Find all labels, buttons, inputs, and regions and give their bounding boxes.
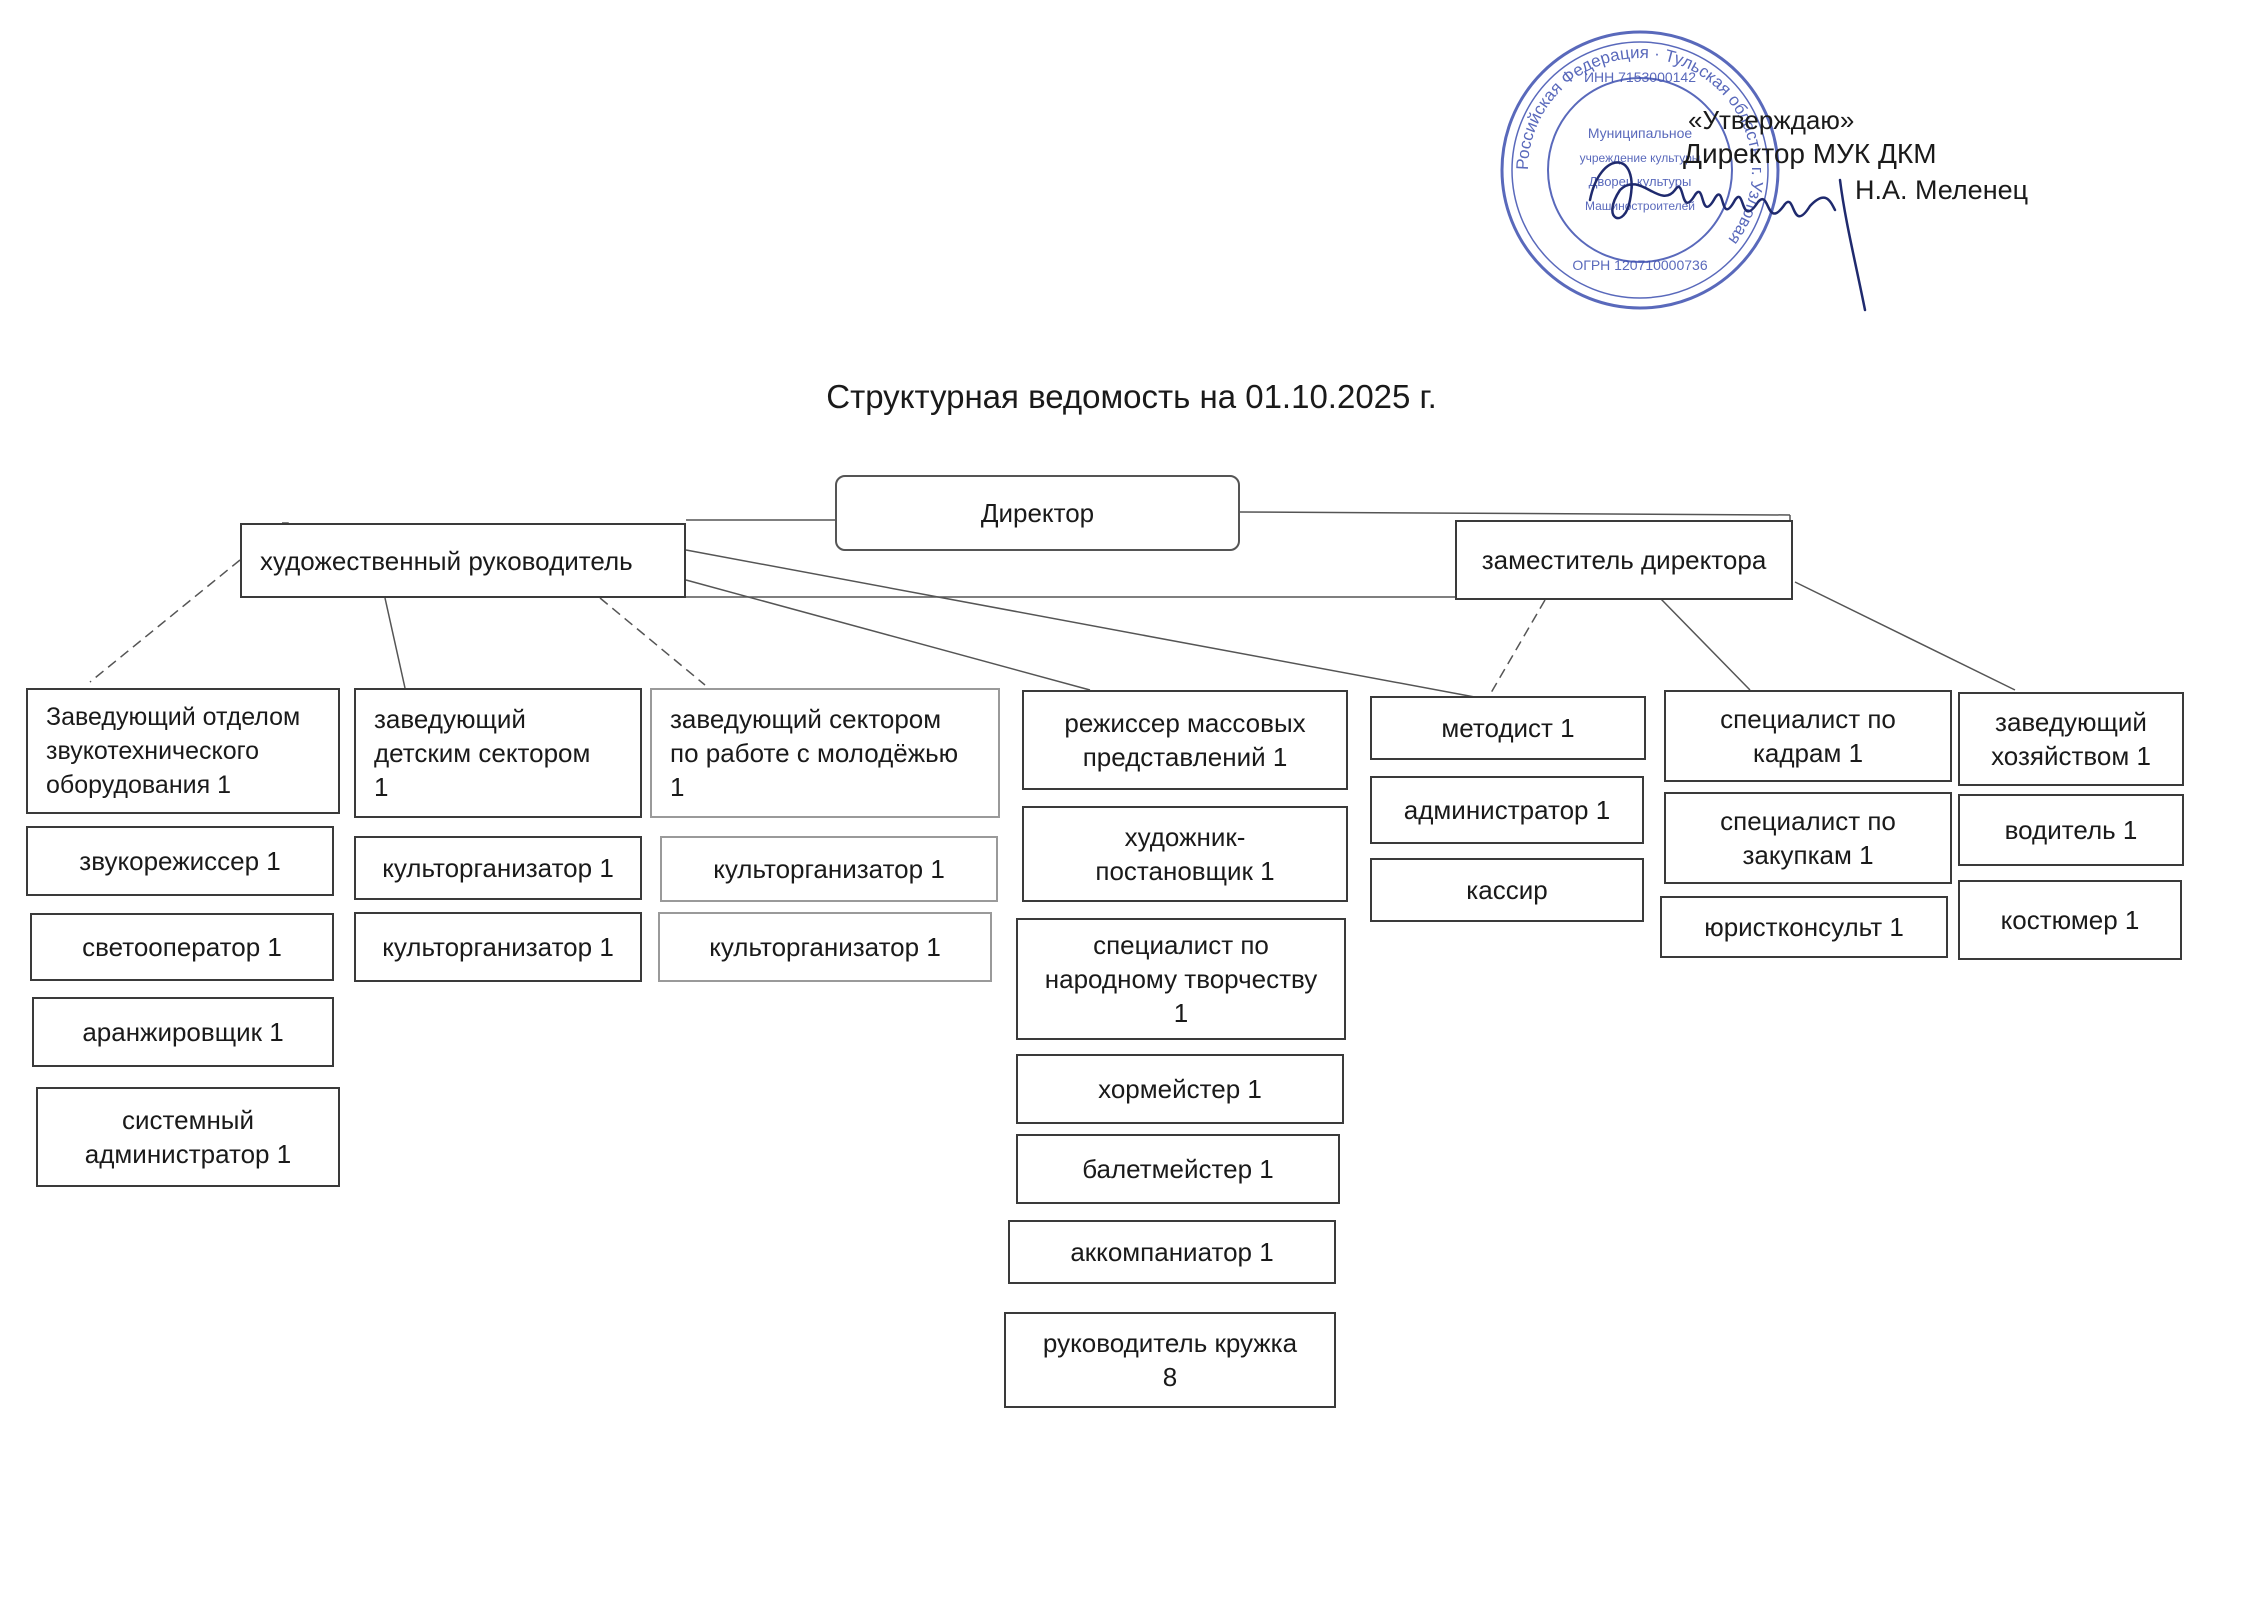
line-to-children-head: [384, 597, 406, 689]
household-head-box: заведующий хозяйством 1: [1958, 692, 2184, 786]
line-deputy-to-household: [1794, 581, 2016, 691]
stamp-line: Дворец культуры: [1589, 174, 1692, 189]
staff-box: аранжировщик 1: [32, 997, 334, 1067]
sound-dept-head-box: Заведующий отделом звукотехнического обо…: [26, 688, 340, 814]
line-deputy-to-hr: [1659, 597, 1751, 691]
youth-sector-head-box: заведующий сектором по работе с молодёжь…: [650, 688, 1000, 818]
staff-box: руководитель кружка 8: [1004, 1312, 1336, 1408]
approval-line-1: «Утверждаю»: [1688, 105, 1855, 135]
signature: [1588, 161, 1867, 312]
deputy-director-box: заместитель директора: [1455, 520, 1793, 600]
stamp-inn: ИНН 7153000142: [1584, 69, 1696, 85]
line-to-sound-head: [89, 559, 241, 683]
staff-box: культорганизатор 1: [658, 912, 992, 982]
stamp-ogrn: ОГРН 120710000736: [1572, 257, 1707, 273]
staff-box: балетмейстер 1: [1016, 1134, 1340, 1204]
staff-box: специалист по народному творчеству 1: [1016, 918, 1346, 1040]
staff-box: художник- постановщик 1: [1022, 806, 1348, 902]
staff-box: светооператор 1: [30, 913, 334, 981]
staff-box: костюмер 1: [1958, 880, 2182, 960]
staff-box: юристконсульт 1: [1660, 896, 1948, 958]
line-deputy-to-methodist: [1487, 599, 1546, 699]
page-title: Структурная ведомость на 01.10.2025 г.: [826, 378, 1437, 415]
staff-box: культорганизатор 1: [354, 912, 642, 982]
approval-line-3: Н.А. Меленец: [1855, 175, 2029, 205]
staff-box: специалист по закупкам 1: [1664, 792, 1952, 884]
staff-box: водитель 1: [1958, 794, 2184, 866]
hr-specialist-box: специалист по кадрам 1: [1664, 690, 1952, 782]
staff-box: аккомпаниатор 1: [1008, 1220, 1336, 1284]
line-to-youth-head: [599, 597, 706, 686]
approval-line-2: Директор МУК ДКМ: [1683, 138, 1937, 169]
art-director-box: художественный руководитель: [240, 523, 686, 598]
children-sector-head-box: заведующий детским сектором 1: [354, 688, 642, 818]
official-stamp: Российская Федерация · Тульская область,…: [1500, 30, 1780, 310]
stamp-line: Муниципальное: [1588, 125, 1693, 141]
staff-box: хормейстер 1: [1016, 1054, 1344, 1124]
staff-box: администратор 1: [1370, 776, 1644, 844]
staff-box: системный администратор 1: [36, 1087, 340, 1187]
staff-box: звукорежиссер 1: [26, 826, 334, 896]
stamp-line: учреждение культуры: [1580, 151, 1701, 165]
director-box: Директор: [835, 475, 1240, 551]
methodist-box: методист 1: [1370, 696, 1646, 760]
line-art-to-methodist: [685, 549, 1481, 699]
staff-box: культорганизатор 1: [354, 836, 642, 900]
staff-box: культорганизатор 1: [660, 836, 998, 902]
staff-box: кассир: [1370, 858, 1644, 922]
mass-events-director-box: режиссер массовых представлений 1: [1022, 690, 1348, 790]
line-director-to-deputy: [1239, 511, 1791, 516]
line-to-director-mass: [685, 579, 1091, 691]
